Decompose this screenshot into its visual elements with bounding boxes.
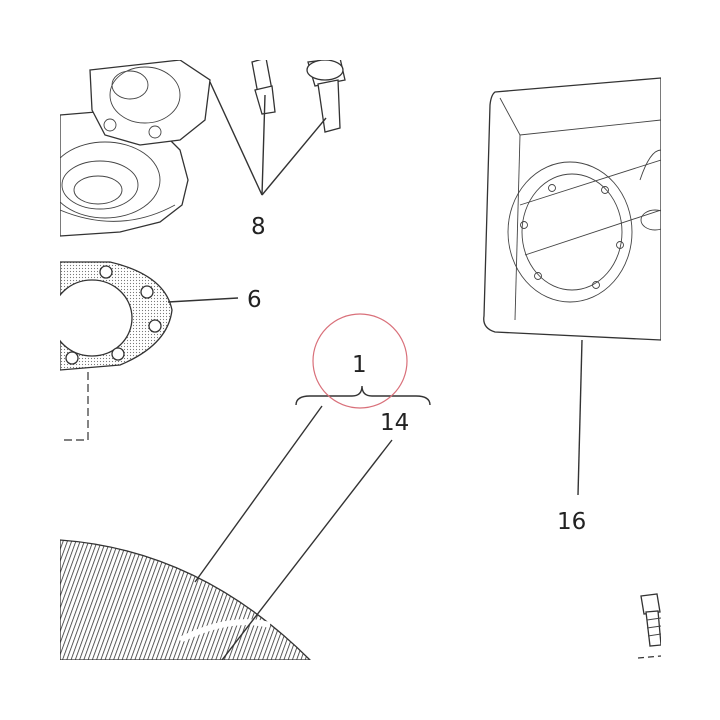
bolt-part-b bbox=[306, 60, 346, 133]
screw-part bbox=[637, 593, 661, 659]
bolt-part-a bbox=[251, 60, 276, 115]
callout-8: 8 bbox=[251, 214, 266, 240]
highlight-circle bbox=[312, 313, 408, 409]
center-line bbox=[60, 372, 89, 441]
group-brace bbox=[295, 385, 431, 406]
callout-6: 6 bbox=[247, 287, 262, 313]
callout-1: 1 bbox=[352, 352, 367, 378]
callout-14: 14 bbox=[380, 410, 409, 436]
hub-housing-part bbox=[60, 60, 211, 237]
brake-disc-part bbox=[60, 539, 311, 660]
leader-lines bbox=[167, 81, 583, 660]
cover-box-part bbox=[483, 77, 661, 341]
callout-16: 16 bbox=[557, 509, 586, 535]
gasket-ring-part bbox=[60, 261, 173, 371]
